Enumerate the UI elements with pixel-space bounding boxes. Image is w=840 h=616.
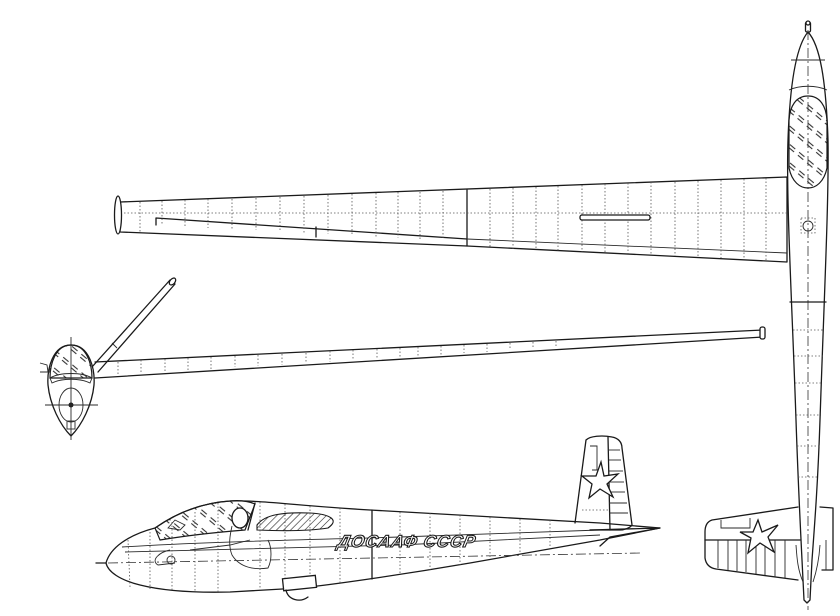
front-wing-ribs	[117, 341, 557, 375]
fuselage-marking: ДОСААФ СССР	[334, 531, 478, 551]
wing-tip	[113, 195, 123, 235]
wing-planform	[113, 176, 788, 263]
fuselage-top	[786, 20, 829, 610]
front-wing-tip	[759, 326, 766, 340]
elevator-ribs	[717, 540, 827, 578]
fuselage-frames	[127, 502, 551, 592]
side-view: ДОСААФ СССР	[95, 435, 661, 601]
tailplane-top	[704, 506, 834, 583]
landing-skid	[281, 574, 318, 592]
air-brake-slot	[579, 214, 651, 221]
front-view	[39, 277, 766, 440]
rudder-ribs	[609, 449, 628, 514]
landing-wheel	[285, 589, 309, 601]
vertical-fin	[574, 435, 661, 547]
wing-root-fairing	[256, 512, 334, 532]
top-view	[113, 20, 834, 610]
star-icon	[580, 459, 621, 500]
wing-ribs	[139, 178, 767, 260]
star-icon	[739, 518, 779, 555]
